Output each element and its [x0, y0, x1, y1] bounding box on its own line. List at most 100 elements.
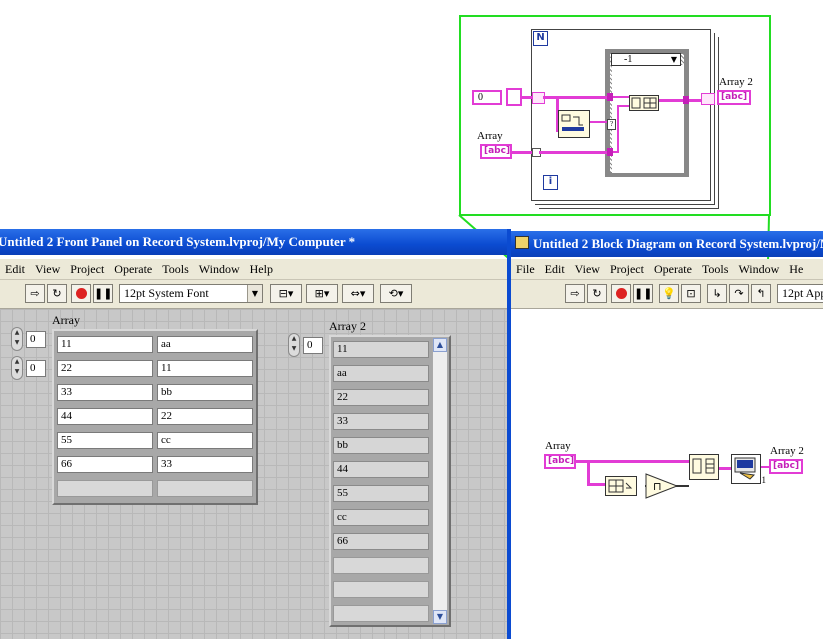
array2-cell: 66 [333, 533, 429, 550]
array-cell[interactable]: 11 [157, 360, 253, 377]
zoom-array-terminal[interactable]: [abc] [480, 144, 512, 159]
block-diagram-menubar: File Edit View Project Operate Tools Window He [511, 259, 823, 280]
reshape-triangle-icon[interactable]: ⊓ [645, 473, 679, 499]
align-objects-icon[interactable]: ⊟▾ [270, 284, 302, 303]
bd-menu-help[interactable]: He [789, 262, 804, 276]
bd-menu-file[interactable]: File [516, 262, 535, 276]
font-combo[interactable]: 12pt System Font ▼ [119, 284, 263, 303]
bd-menu-window[interactable]: Window [738, 262, 780, 276]
subvi-node[interactable]: 1 [731, 454, 766, 485]
bd-menu-operate[interactable]: Operate [653, 262, 692, 276]
block-diagram-window-border [507, 229, 511, 639]
iteration-terminal[interactable]: i [543, 175, 558, 190]
bd-menu-project[interactable]: Project [609, 262, 644, 276]
bd-menu-edit[interactable]: Edit [544, 262, 565, 276]
zoom-array2-terminal[interactable]: [abc] [717, 90, 751, 105]
build-array-node[interactable] [629, 95, 659, 111]
bd-abort-icon[interactable] [611, 284, 631, 303]
array2-cell: bb [333, 437, 429, 454]
index-spin-col[interactable]: ▲▼ [11, 356, 23, 380]
bd-run-arrow-icon[interactable]: ⇨ [565, 284, 585, 303]
bd-array-terminal[interactable]: [abc] [544, 454, 576, 469]
menu-window[interactable]: Window [198, 262, 240, 276]
scroll-down-icon[interactable]: ▼ [433, 610, 447, 624]
array-cell[interactable]: 66 [57, 456, 153, 473]
zoom-detail: N i -1 ▼ 0 Array [abc] Array 2 [abc] ? [459, 15, 771, 216]
resize-objects-icon[interactable]: ⇔▾ [342, 284, 374, 303]
const-zero[interactable]: 0 [472, 90, 502, 105]
scroll-up-icon[interactable]: ▲ [433, 338, 447, 352]
case-tunnel-in1 [607, 93, 613, 101]
bd-menu-tools[interactable]: Tools [701, 262, 729, 276]
retain-wire-values-icon[interactable]: ⊡ [681, 284, 701, 303]
zoom-array2-label: Array 2 [719, 76, 753, 88]
distribute-objects-icon[interactable]: ⊞▾ [306, 284, 338, 303]
run-continuous-icon[interactable]: ↻ [47, 284, 67, 303]
build-array-node-bd[interactable] [689, 454, 719, 480]
transpose-node[interactable] [605, 476, 637, 496]
array-cell[interactable]: 44 [57, 408, 153, 425]
menu-view[interactable]: View [35, 262, 61, 276]
bd-pause-icon[interactable]: ❚❚ [633, 284, 653, 303]
block-diagram-titlebar[interactable]: Untitled 2 Block Diagram on Record Syste… [511, 231, 823, 257]
bd-array2-terminal[interactable]: [abc] [769, 459, 803, 474]
array-cell[interactable]: 22 [157, 408, 253, 425]
menu-project[interactable]: Project [70, 262, 105, 276]
array2-frame [329, 335, 451, 627]
menu-tools[interactable]: Tools [162, 262, 189, 276]
subvi-icon [734, 457, 756, 480]
array2-cell: 33 [333, 413, 429, 430]
array-cell[interactable]: 11 [57, 336, 153, 353]
menu-operate[interactable]: Operate [114, 262, 153, 276]
step-out-icon[interactable]: ↰ [751, 284, 771, 303]
run-arrow-icon[interactable]: ⇨ [25, 284, 45, 303]
zoom-array-label: Array [477, 130, 503, 142]
loop-count-terminal[interactable]: N [533, 31, 548, 46]
index-spin-row[interactable]: ▲▼ [11, 327, 23, 351]
chevron-down-icon: ▼ [247, 285, 262, 302]
array-cell[interactable]: 33 [57, 384, 153, 401]
subvi-number: 1 [761, 475, 767, 485]
array2-cell: 55 [333, 485, 429, 502]
array-cell-empty[interactable] [157, 480, 253, 497]
menu-help[interactable]: Help [249, 262, 273, 276]
array2-scrollbar[interactable]: ▲ ▼ [432, 337, 448, 625]
bd-font-combo-value: 12pt App [782, 286, 823, 300]
array-cell[interactable]: 55 [57, 432, 153, 449]
highlight-execution-icon[interactable]: 💡 [659, 284, 679, 303]
menu-edit[interactable]: Edit [5, 262, 25, 276]
abort-icon[interactable] [71, 284, 91, 303]
bd-array2-label: Array 2 [770, 445, 804, 457]
case-selector[interactable]: -1 ▼ [611, 53, 681, 66]
front-panel-titlebar[interactable]: Untitled 2 Front Panel on Record System.… [0, 229, 507, 255]
array-cell-empty[interactable] [57, 480, 153, 497]
case-tunnel-out [683, 96, 689, 104]
block-diagram-canvas: Array [abc] Array 2 [abc] ⊓ 1 [511, 309, 823, 639]
step-into-icon[interactable]: ↳ [707, 284, 727, 303]
array-cell[interactable]: cc [157, 432, 253, 449]
array2-index-spin[interactable]: ▲▼ [288, 333, 300, 357]
case-dropdown-icon: ▼ [670, 55, 677, 64]
bd-font-combo[interactable]: 12pt App [777, 284, 823, 303]
pause-icon[interactable]: ❚❚ [93, 284, 113, 303]
case-tunnel-in2 [607, 148, 613, 156]
transpose-array-icon [608, 479, 633, 493]
array-cell[interactable]: aa [157, 336, 253, 353]
array-index-col[interactable]: 0 [26, 360, 46, 377]
array-cell[interactable]: 33 [157, 456, 253, 473]
reorder-icon[interactable]: ⟲▾ [380, 284, 412, 303]
case-interior [612, 65, 684, 173]
shift-register-right[interactable] [701, 93, 715, 105]
step-over-icon[interactable]: ↷ [729, 284, 749, 303]
array2-label: Array 2 [329, 319, 366, 333]
array-index-row[interactable]: 0 [26, 331, 46, 348]
svg-text:⊓: ⊓ [653, 480, 662, 493]
array-cell[interactable]: bb [157, 384, 253, 401]
search-string-function[interactable] [558, 110, 590, 138]
bd-run-continuous-icon[interactable]: ↻ [587, 284, 607, 303]
array-cell[interactable]: 22 [57, 360, 153, 377]
bd-menu-view[interactable]: View [574, 262, 600, 276]
string-constant[interactable] [506, 88, 522, 106]
array2-index[interactable]: 0 [303, 337, 323, 354]
